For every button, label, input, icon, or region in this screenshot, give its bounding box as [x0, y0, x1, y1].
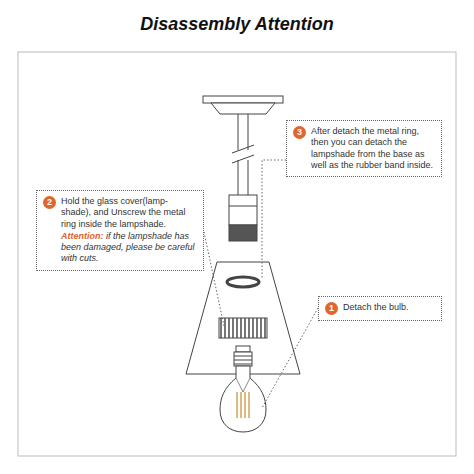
- callout-box: 3 After detach the metal ring, then you c…: [286, 120, 442, 177]
- instruction-text: Detach the bulb.: [343, 302, 409, 313]
- lampshade: [186, 262, 300, 374]
- instruction-text: After detach the metal ring, then you ca…: [311, 126, 435, 171]
- title: Disassembly Attention: [0, 14, 474, 35]
- callout-box: 1 Detach the bulb.: [318, 296, 442, 321]
- callout-number: 1: [325, 302, 338, 315]
- callout-number: 2: [43, 196, 56, 209]
- bulb: [220, 346, 266, 432]
- attention-label: Attention:: [61, 231, 104, 241]
- leader-line: [204, 160, 318, 408]
- rod: [232, 114, 254, 195]
- instruction-text: Hold the glass cover(lamp-shade), and Un…: [61, 196, 197, 230]
- callout-number: 3: [293, 126, 306, 139]
- canopy: [203, 96, 283, 114]
- frame: [18, 52, 456, 456]
- socket: [229, 195, 257, 241]
- callout-box: 2 Hold the glass cover(lamp-shade), and U…: [36, 190, 204, 271]
